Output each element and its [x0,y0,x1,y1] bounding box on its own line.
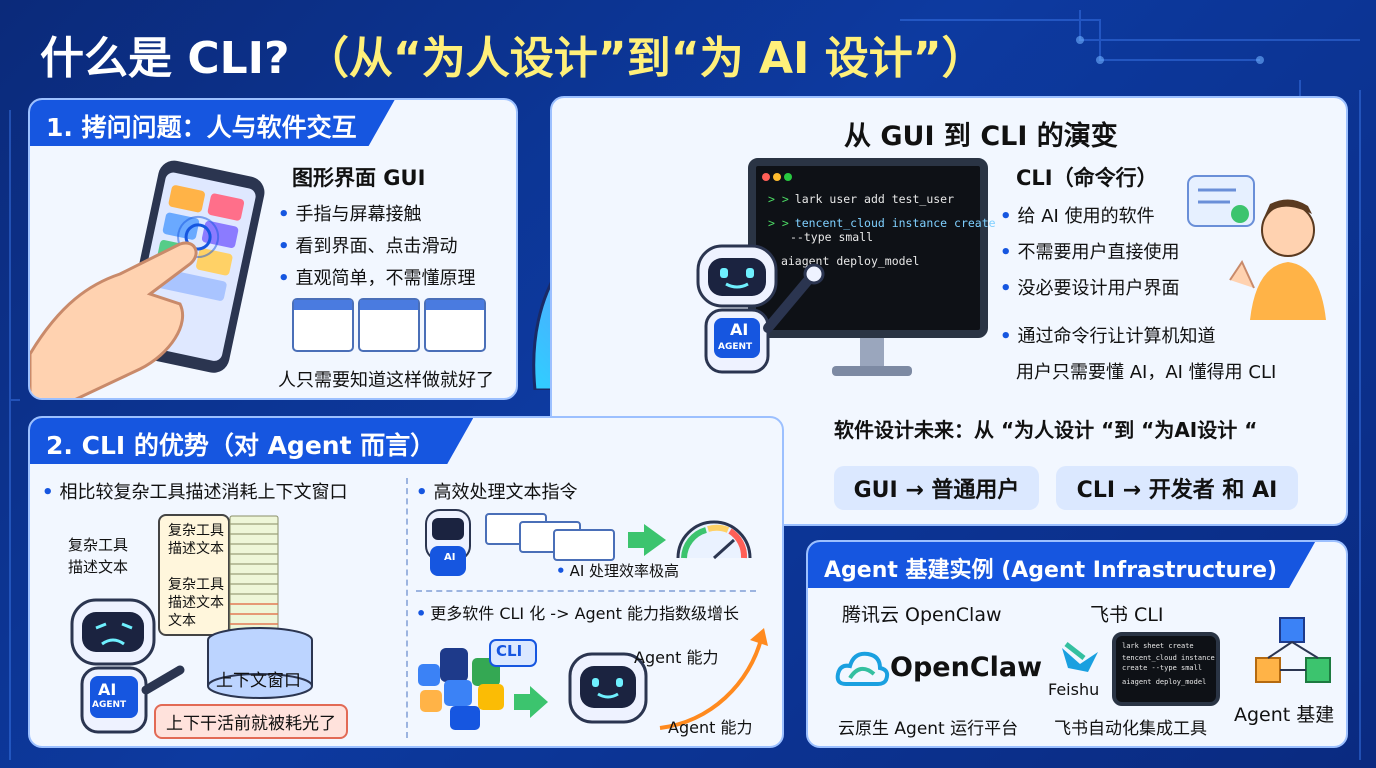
terminal-line-2: > >tencent_cloud instance create [768,216,996,230]
panel-agent-infra-tab: Agent 基建实例 (Agent Infrastructure) [808,542,1315,588]
chip-gui-user: GUI → 普通用户 [834,466,1039,510]
mini-window-1 [292,298,354,352]
page-title: 什么是 CLI? （从“为人设计”到“为 AI 设计”） [40,22,986,86]
mini-window-2 [358,298,420,352]
agent-ability-bottom: Agent 能力 [668,718,753,737]
document-stack [207,515,313,699]
robot-illustration [696,244,825,374]
chip-cli-dev-ai: CLI → 开发者 和 AI [1056,466,1298,510]
exhausted-note: 上下干活前就被耗光了 [154,704,348,739]
cli-heading: CLI（命令行） [1016,166,1158,190]
gui-bullet-2: •看到界面、点击滑动 [278,236,458,257]
feishu-logo-icon [1062,642,1098,672]
cli-bullet-2: •不需要用户直接使用 [1000,242,1180,263]
text-efficiency-bullet: •高效处理文本指令 [416,482,578,503]
panel-gui-tab: 1. 拷问问题：人与软件交互 [30,100,395,146]
terminal-dots [762,170,792,184]
infra-label: Agent 基建 [1234,704,1335,726]
mini-window-3 [424,298,486,352]
cli-bullet-3: •没必要设计用户界面 [1000,278,1180,299]
panel2-hdivider [416,590,756,592]
sad-robot-illustration [70,598,185,734]
phone-hand-illustration [30,160,265,398]
gui-heading: 图形界面 GUI [292,166,426,190]
robot-badge-main: AI [730,320,749,339]
sad-robot-badge-main: AI [98,680,117,699]
panel-agent-infra: Agent 基建实例 (Agent Infrastructure) 腾讯云 Op… [806,540,1348,748]
panel-cli-advantage-tab: 2. CLI 的优势（对 Agent 而言） [30,418,473,464]
panel-cli-advantage: 2. CLI 的优势（对 Agent 而言） •相比较复杂工具描述消耗上下文窗口… [28,416,784,748]
cloud-logo-icon [835,651,890,686]
evolution-title: 从 GUI 到 CLI 的演变 [844,121,1118,152]
cli-note-1: •通过命令行让计算机知道 [1000,326,1216,347]
feishu-caption: 飞书自动化集成工具 [1054,719,1207,739]
efficiency-note: •AI 处理效率极高 [556,562,680,580]
sad-robot-badge-sub: AGENT [92,700,127,710]
cli-note-2: 用户只需要懂 AI，AI 懂得用 CLI [1016,362,1277,383]
feishu-terminal: lark sheet create tencent_cloud instance… [1112,632,1220,706]
gui-caption: 人只需要知道这样做就好了 [278,370,494,391]
future-note: 软件设计未来：从 “为人设计 “到 “为AI设计 “ [834,418,1258,442]
complex-tool-label: 复杂工具 描述文本 [68,536,129,576]
tencent-title: 腾讯云 OpenClaw [842,604,1002,626]
feishu-logo-text: Feishu [1048,680,1100,699]
context-window-label: 上下文窗口 [216,671,301,691]
tool-description-bubble: 复杂工具 描述文本 复杂工具 描述文本 文本 [158,514,230,636]
cli-tag: CLI [496,642,523,660]
monitor-stand [832,338,912,376]
panel2-divider [406,478,408,738]
terminal-line-2b: --type small [790,230,874,244]
mini-robot-badge: AI [444,552,456,563]
tencent-caption: 云原生 Agent 运行平台 [838,719,1019,739]
feishu-title: 飞书 CLI [1090,604,1164,626]
title-sub: （从“为人设计”到“为 AI 设计”） [304,33,986,84]
efficiency-illustration [425,509,752,576]
context-bullet: •相比较复杂工具描述消耗上下文窗口 [42,482,348,503]
title-main: 什么是 CLI? [40,33,290,84]
terminal-line-1: > >lark user add test_user [768,192,955,206]
gui-bullet-3: •直观简单，不需懂原理 [278,268,476,289]
robot-badge-sub: AGENT [718,342,753,352]
gui-bullet-1: •手指与屏幕接触 [278,204,422,225]
panel-gui: 1. 拷问问题：人与软件交互 图形界面 GUI •手指与屏幕接触 •看到界面、点… [28,98,518,400]
openclaw-logo-text: OpenClaw [890,652,1043,683]
cli-bullet-1: •给 AI 使用的软件 [1000,206,1155,227]
apps-to-agent-illustration [418,628,768,730]
agent-ability-top: Agent 能力 [634,648,719,667]
infra-cubes-icon [1255,617,1331,683]
cli-growth-bullet: •更多软件 CLI 化 -> Agent 能力指数级增长 [416,604,740,623]
person-illustration [1187,175,1326,320]
